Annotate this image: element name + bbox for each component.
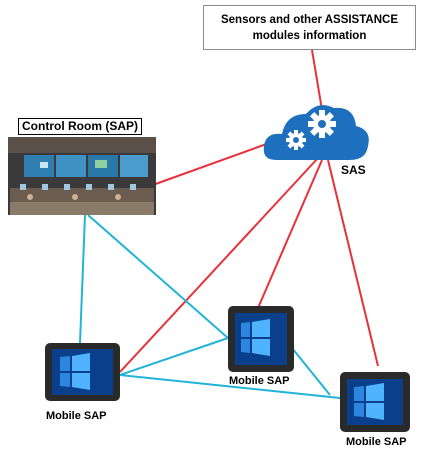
sap-links: [79, 214, 341, 399]
sensors-info-line1: Sensors and other ASSISTANCE: [220, 13, 398, 26]
link-controlroom-sas: [149, 141, 273, 187]
sensors-info-box: Sensors and other ASSISTANCE modules inf…: [203, 5, 416, 50]
tablet-right-image: [340, 372, 410, 432]
link-middle-right: [291, 347, 331, 396]
link-sas-tablet-middle: [257, 159, 323, 309]
sas-cloud-icon: [263, 105, 369, 160]
link-cr-tablet-middle: [87, 214, 229, 339]
tablet-left-label: Mobile SAP: [46, 410, 107, 422]
link-cr-tablet-left: [79, 214, 86, 344]
tablet-middle-image: [228, 306, 294, 372]
sas-links: [119, 49, 379, 373]
sensors-info-line2: modules information: [252, 29, 367, 42]
control-room-label: Control Room (SAP): [18, 118, 142, 135]
link-left-middle: [119, 337, 229, 376]
link-left-right: [119, 374, 341, 399]
tablet-middle-label: Mobile SAP: [229, 375, 290, 387]
link-sas-tablet-left: [119, 157, 319, 373]
tablet-left-image: [45, 343, 120, 401]
gear-icon: [308, 110, 336, 138]
link-sensors-sas: [311, 49, 323, 111]
link-sas-tablet-right: [327, 159, 379, 367]
gear-icon: [286, 130, 306, 150]
sensors-info-text: Sensors and other ASSISTANCE modules inf…: [221, 12, 398, 44]
sas-label: SAS: [341, 163, 366, 177]
control-room-image: [8, 137, 156, 215]
tablet-right-label: Mobile SAP: [346, 436, 407, 448]
